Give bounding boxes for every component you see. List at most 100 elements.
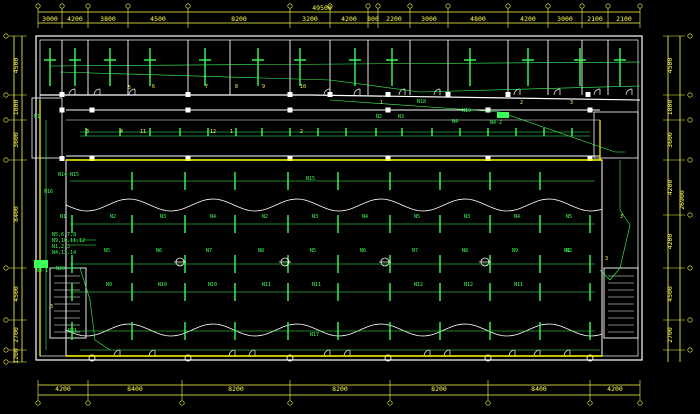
- column: [185, 92, 191, 97]
- circuit-label: N12: [414, 282, 423, 288]
- circuit-number: 2: [520, 100, 523, 106]
- door-arc: [323, 349, 331, 357]
- column: [587, 107, 593, 113]
- outer-wall: [35, 35, 643, 361]
- circuit-tag: N14 N15: [58, 172, 79, 178]
- circuit-tag: N16: [44, 189, 53, 195]
- circuit-label: N2: [566, 248, 572, 254]
- circuit-wire: [619, 160, 631, 269]
- bottom-dim-text: 4200: [55, 385, 71, 393]
- circuit-tag: N15: [306, 176, 315, 182]
- door-arc: [228, 349, 236, 357]
- circuit-number: 11: [140, 129, 146, 135]
- circuit-tag: N2: [376, 114, 382, 120]
- door-arc: [113, 349, 121, 357]
- door-arc: [353, 88, 361, 96]
- circuit-tag: N4: [452, 119, 458, 125]
- circuit-wire: [599, 267, 621, 281]
- top-dim-text: 3000: [557, 15, 573, 23]
- axis-bubble: [3, 117, 9, 123]
- door-arc: [68, 88, 76, 96]
- column: [287, 156, 293, 161]
- axis-bubble: [179, 400, 185, 406]
- door-arc: [423, 349, 431, 357]
- circuit-number: 3: [86, 129, 89, 135]
- column: [485, 107, 491, 113]
- column-round: [484, 354, 492, 362]
- circuit-label: N2: [262, 214, 268, 220]
- circuit-wire: [329, 99, 625, 153]
- circuit-tag: N5,6,7,8: [52, 232, 76, 238]
- wall-line: [309, 94, 641, 101]
- axis-bubble: [59, 3, 65, 9]
- circuit-number: 7: [205, 84, 208, 90]
- column: [385, 107, 391, 113]
- axis-bubble: [35, 3, 41, 9]
- circuit-label: N2: [110, 214, 116, 220]
- circuit-label: N1: [60, 214, 66, 220]
- axis-bubble: [387, 400, 393, 406]
- right-dim-text: 4200: [666, 234, 674, 250]
- top-dim-text: 2100: [616, 15, 632, 23]
- circuit-label: N11: [312, 282, 321, 288]
- door-arc: [533, 349, 541, 357]
- left-room: [31, 97, 63, 159]
- circuit-number: 4: [120, 129, 123, 135]
- column: [287, 107, 293, 113]
- top-dim-text: 4500: [150, 15, 166, 23]
- column: [89, 156, 95, 161]
- circuit-tag: N21: [68, 328, 77, 334]
- stair-right: [603, 267, 639, 339]
- distribution-panel: [497, 112, 509, 118]
- column: [505, 92, 511, 97]
- top-dim-text: 3000: [421, 15, 437, 23]
- circuit-label: N4: [514, 214, 520, 220]
- axis-bubble: [3, 347, 9, 353]
- circuit-label: N3: [464, 214, 470, 220]
- top-dim-text: 3200: [302, 15, 318, 23]
- column-round: [286, 354, 294, 362]
- circuit-label: N5: [310, 248, 316, 254]
- axis-bubble: [687, 92, 693, 98]
- axis-bubble: [605, 3, 611, 9]
- bottom-dim-text: 8400: [127, 385, 143, 393]
- axis-bubble: [505, 3, 511, 9]
- axis-bubble: [365, 3, 371, 9]
- circuit-label: N4: [362, 214, 368, 220]
- circuit-number: 1: [380, 100, 383, 106]
- axis-bubble: [687, 212, 693, 218]
- column-round: [384, 354, 392, 362]
- column: [385, 156, 391, 161]
- axis-bubble: [485, 400, 491, 406]
- circuit-label: N8: [258, 248, 264, 254]
- door-arc: [433, 88, 441, 96]
- axis-bubble: [687, 265, 693, 271]
- column: [185, 156, 191, 161]
- axis-bubble: [3, 317, 9, 323]
- circuit-label: N11: [262, 282, 271, 288]
- circuit-tag: N20: [56, 266, 65, 272]
- circuit-label: N9: [106, 282, 112, 288]
- right-dim-text: 3600: [666, 132, 674, 148]
- panel-label-left: N4-1: [36, 268, 48, 274]
- column-round: [88, 354, 96, 362]
- top-dim-text: 4200: [341, 15, 357, 23]
- column: [585, 92, 591, 97]
- right-total-dim-text: 26900: [678, 190, 686, 210]
- circuit-tag: N4,13,14: [52, 250, 76, 256]
- axis-bubble: [637, 400, 643, 406]
- circuit-number: 3: [605, 256, 608, 262]
- circuit-label: N5: [566, 214, 572, 220]
- axis-bubble: [287, 3, 293, 9]
- right-dim-text: 4500: [666, 286, 674, 302]
- axis-bubble: [125, 3, 131, 9]
- bottom-dim-text: 8400: [531, 385, 547, 393]
- axis-bubble: [3, 359, 9, 365]
- axis-bubble: [3, 265, 9, 271]
- axis-bubble: [3, 92, 9, 98]
- axis-bubble: [637, 3, 643, 9]
- circuit-label: N5: [104, 248, 110, 254]
